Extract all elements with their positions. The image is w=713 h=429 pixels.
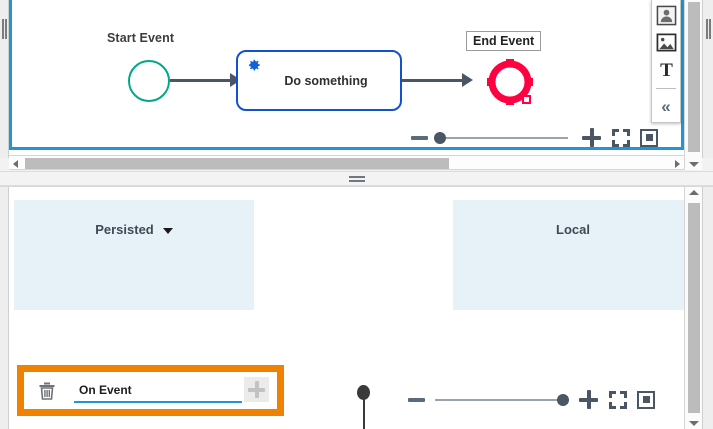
- transition-arrow[interactable]: [363, 399, 365, 429]
- service-task-shape[interactable]: [236, 50, 402, 111]
- chevron-down-icon[interactable]: [162, 228, 173, 234]
- process-editor-panel: Start Event Do something End Event: [0, 0, 713, 170]
- left-splitter-grip[interactable]: [1, 18, 7, 40]
- end-event-resize-handle[interactable]: [522, 95, 531, 104]
- scroll-right-arrow[interactable]: [675, 160, 680, 168]
- end-event-shape[interactable]: [482, 54, 538, 110]
- process-zoom-controls: [411, 128, 658, 147]
- sequence-flow-1[interactable]: [170, 79, 232, 82]
- zoom-slider-thumb[interactable]: [557, 393, 569, 406]
- zoom-in-icon[interactable]: [582, 128, 601, 147]
- horizontal-splitter[interactable]: [0, 171, 713, 186]
- sequence-flow-2[interactable]: [402, 79, 464, 82]
- process-vertical-scrollbar[interactable]: [684, 0, 702, 170]
- horizontal-scrollbar-thumb[interactable]: [25, 158, 449, 169]
- scroll-up-arrow[interactable]: [689, 190, 699, 195]
- bottom-left-splitter[interactable]: [0, 187, 9, 429]
- zoom-out-icon[interactable]: [408, 397, 425, 402]
- state-vertical-scrollbar[interactable]: [684, 187, 702, 429]
- add-event-button[interactable]: [244, 377, 269, 402]
- region-local-label: Local: [556, 222, 590, 237]
- end-event-label[interactable]: End Event: [466, 31, 542, 51]
- sequence-flow-2-arrowhead: [462, 73, 473, 87]
- center-diagram-icon[interactable]: [637, 390, 655, 409]
- state-editor-panel: Persisted Local: [0, 186, 713, 429]
- zoom-slider-thumb[interactable]: [434, 131, 446, 144]
- region-persisted[interactable]: Persisted: [14, 200, 254, 310]
- left-splitter[interactable]: [0, 0, 9, 158]
- event-name-bar: [17, 365, 284, 416]
- zoom-slider[interactable]: [434, 131, 568, 144]
- image-icon[interactable]: [655, 31, 677, 53]
- state-vertical-scrollbar-thumb[interactable]: [688, 203, 700, 413]
- center-diagram-icon[interactable]: [640, 128, 658, 147]
- process-diagram-canvas[interactable]: Start Event Do something End Event: [9, 0, 684, 150]
- state-zoom-controls: [408, 390, 655, 409]
- start-event-shape[interactable]: [128, 60, 170, 102]
- initial-state-node[interactable]: [357, 385, 370, 400]
- zoom-in-icon[interactable]: [579, 390, 598, 409]
- text-icon[interactable]: T: [655, 58, 677, 80]
- scroll-down-arrow[interactable]: [689, 162, 699, 167]
- scroll-left-arrow[interactable]: [13, 160, 18, 168]
- process-vertical-scrollbar-thumb[interactable]: [688, 2, 700, 152]
- region-local[interactable]: Local: [453, 200, 693, 310]
- palette-divider: [656, 88, 676, 89]
- gear-icon: [244, 56, 262, 74]
- zoom-slider[interactable]: [435, 393, 569, 406]
- sequence-flow-1-arrowhead: [230, 73, 241, 87]
- start-event-label: Start Event: [107, 31, 175, 45]
- element-palette: T «: [651, 0, 681, 123]
- trash-icon[interactable]: [37, 381, 57, 401]
- state-diagram-canvas[interactable]: Persisted Local: [9, 187, 693, 429]
- right-splitter[interactable]: [702, 0, 713, 158]
- service-task-label: Do something: [284, 73, 368, 88]
- region-persisted-label: Persisted: [95, 222, 154, 237]
- scroll-down-arrow[interactable]: [689, 421, 699, 426]
- horizontal-scrollbar[interactable]: [9, 155, 684, 170]
- horizontal-splitter-grip[interactable]: [349, 176, 365, 182]
- right-splitter-grip[interactable]: [705, 18, 711, 40]
- fit-to-screen-icon[interactable]: [609, 390, 627, 409]
- event-name-input[interactable]: [74, 379, 242, 403]
- bottom-right-splitter[interactable]: [702, 187, 713, 429]
- fit-to-screen-icon[interactable]: [612, 128, 630, 147]
- user-task-icon[interactable]: [655, 4, 677, 26]
- svg-text:T: T: [660, 60, 673, 80]
- collapse-icon[interactable]: «: [661, 96, 671, 116]
- zoom-out-icon[interactable]: [411, 135, 428, 140]
- bpmn-diagram: Start Event Do something End Event: [12, 0, 681, 147]
